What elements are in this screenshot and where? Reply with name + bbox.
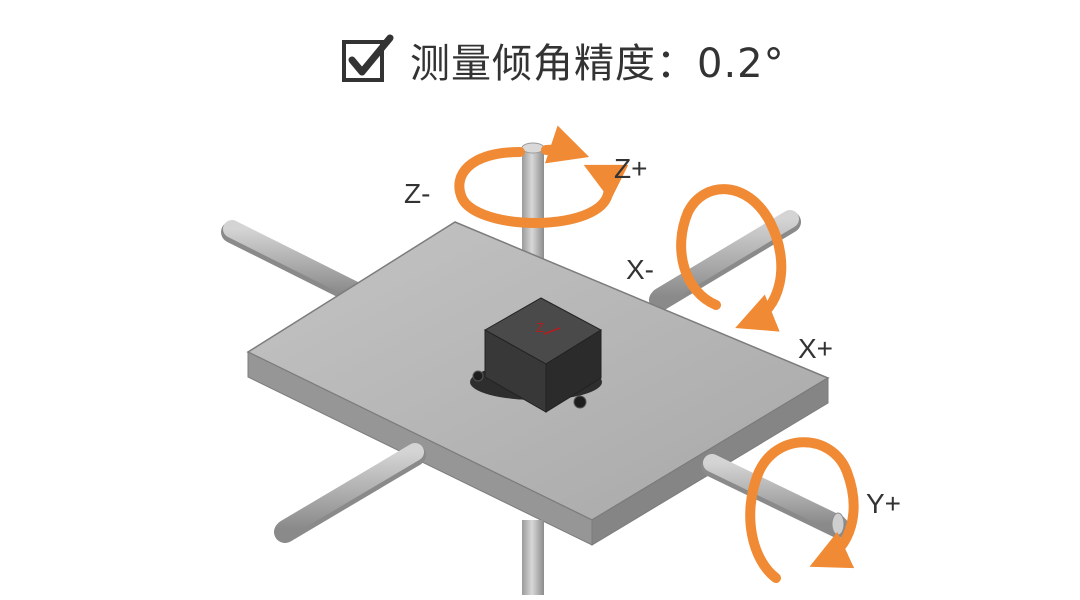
z-rotation-arrow xyxy=(454,125,629,228)
x-minus-label: X- xyxy=(626,254,654,285)
headline-text: 测量倾角精度：0.2° xyxy=(410,41,785,87)
x-plus-label: X+ xyxy=(798,333,833,364)
rod-z-top xyxy=(521,142,545,278)
tilt-sensor: Z xyxy=(470,297,603,413)
y-plus-label: Y+ xyxy=(866,488,901,519)
headline: 测量倾角精度：0.2° xyxy=(340,30,785,90)
checkbox-checked-icon xyxy=(342,34,394,82)
rod-y-back xyxy=(649,210,801,311)
x-rotation-arrow xyxy=(676,184,787,332)
z-minus-label: Z- xyxy=(404,178,430,209)
sensor-marking: Z xyxy=(536,320,544,335)
y-rotation-arrow xyxy=(745,437,859,583)
rod-x-back xyxy=(221,220,371,307)
rod-y-front xyxy=(274,443,426,543)
rod-x-front xyxy=(701,454,849,538)
z-plus-label: Z+ xyxy=(614,153,647,184)
rod-z-bottom xyxy=(522,520,544,595)
